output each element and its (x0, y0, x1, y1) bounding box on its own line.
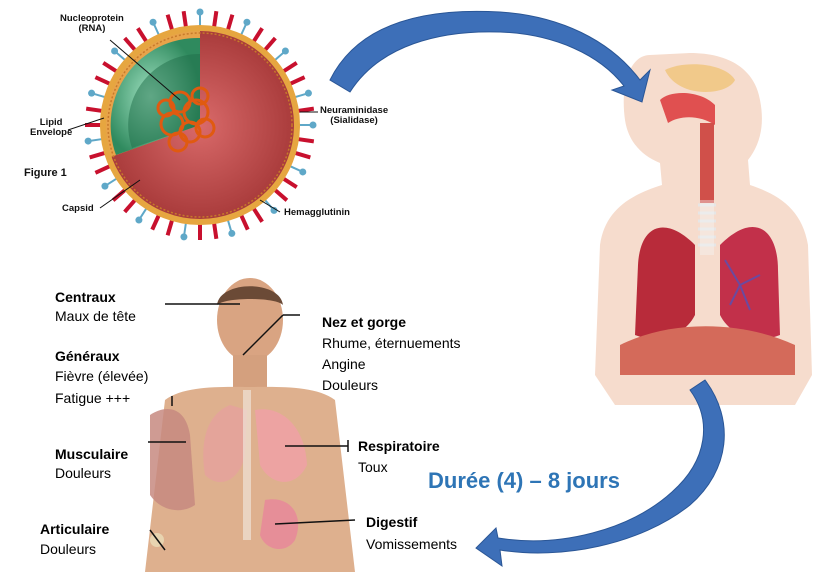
symptom-nez-item-2: Angine (322, 354, 366, 375)
symptom-nez-item-3: Douleurs (322, 375, 378, 396)
symptom-centraux-item-1: Maux de tête (55, 306, 136, 327)
symptom-respiratoire-title: Respiratoire (358, 438, 440, 454)
symptom-respiratoire-item-1: Toux (358, 457, 388, 478)
symptom-musculaire-item-1: Douleurs (55, 463, 111, 484)
symptom-digestif-item-1: Vomissements (366, 534, 457, 555)
symptom-generaux-item-2: Fatigue +++ (55, 388, 130, 409)
symptom-generaux-item-1: Fièvre (élevée) (55, 366, 148, 387)
symptom-nez-title: Nez et gorge (322, 314, 406, 330)
duration-label: Durée (4) – 8 jours (428, 468, 620, 494)
symptom-centraux-title: Centraux (55, 289, 116, 305)
symptom-articulaire-item-1: Douleurs (40, 539, 96, 560)
symptom-generaux-title: Généraux (55, 348, 120, 364)
symptom-musculaire-title: Musculaire (55, 446, 128, 462)
symptom-articulaire-title: Articulaire (40, 521, 109, 537)
symptom-nez-item-1: Rhume, éternuements (322, 333, 461, 354)
symptom-digestif-title: Digestif (366, 514, 417, 530)
